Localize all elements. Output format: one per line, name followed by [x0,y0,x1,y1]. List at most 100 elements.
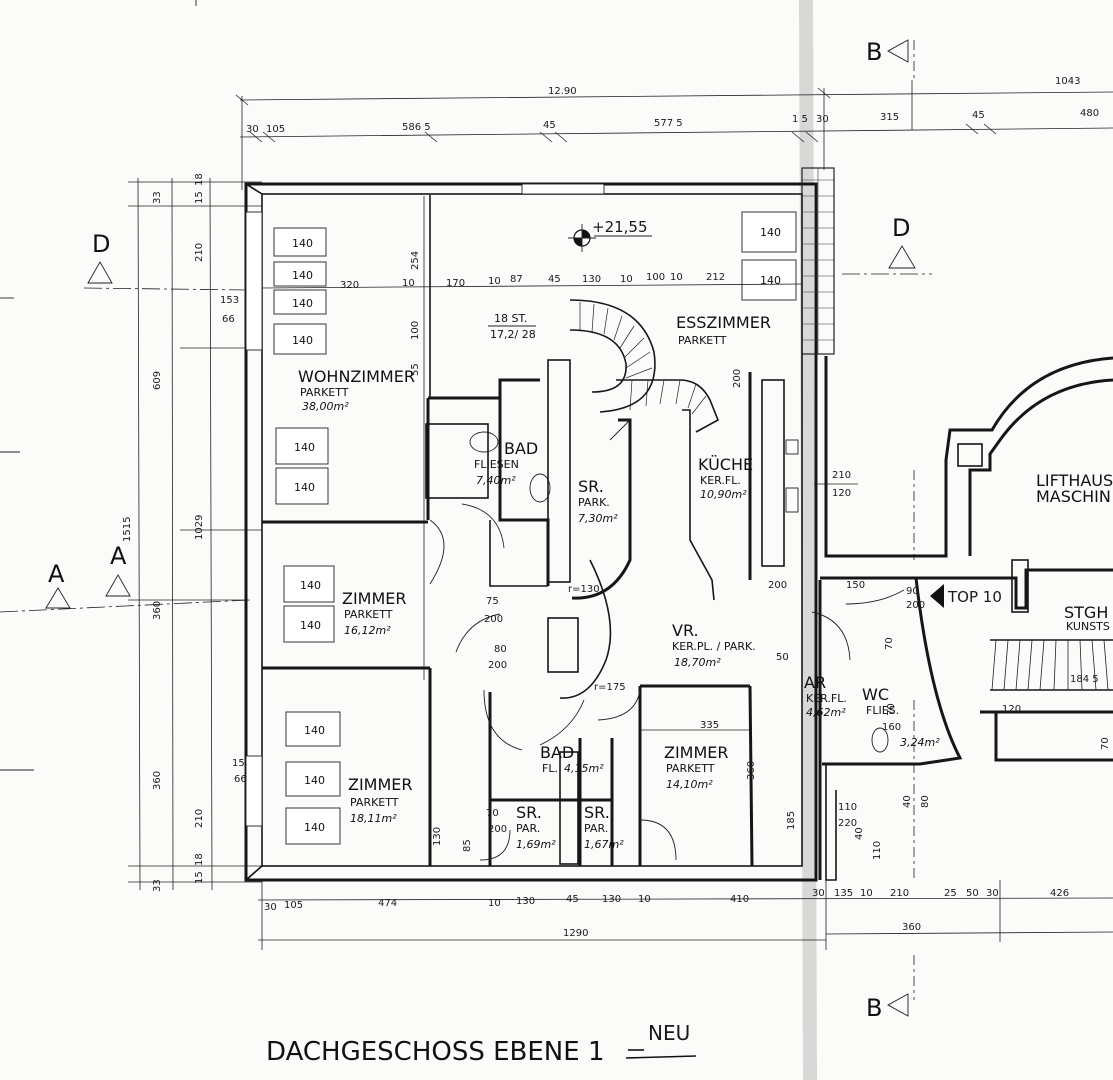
dim-label: 210 [890,888,909,899]
dim-label: 55 [410,363,421,376]
room-name: VR. [672,621,699,640]
dim-label: 18 [194,173,205,186]
window-tag: 140 [273,289,327,315]
dim-label: 184 5 [1070,674,1099,685]
doors [429,419,851,861]
dim-label: 200 [488,824,507,835]
room-name: STGH [1064,603,1108,622]
window-west-1 [245,211,263,351]
room-floor: KER.FL. [700,474,741,487]
dim-label: 50 [776,652,789,663]
window-tag: 140 [283,605,335,643]
dim-label: 10 [402,278,415,289]
dim-label: 410 [730,894,749,905]
window-tag-label: 140 [292,334,313,347]
dim-label: 66 [222,314,235,325]
room-bad-2: BAD FL. 4,15m² [540,743,604,775]
room-floor: FLIES. [866,704,899,717]
room-wohnzimmer: WOHNZIMMER PARKETT 38,00m² [298,367,415,413]
sink [785,487,799,513]
room-sr-2: SR. PAR. 1,69m² [516,803,556,851]
room-area: 16,12m² [344,624,391,637]
dim-label: 1 5 [792,114,808,125]
dim-label: 30 [246,124,259,135]
dim-label: 10 [488,276,501,287]
room-sr-1: SR. PARK. 7,30m² [578,477,618,525]
dim-label: 100 [646,272,665,283]
dim-label: 70 [486,808,499,819]
interior-dimensions: 320 10 170 10 87 45 130 10 100 10 212 25… [261,196,1111,860]
window-tag-label: 140 [292,237,313,250]
room-floor: KER.PL. / PARK. [672,640,756,653]
room-floor: KUNSTS [1066,620,1110,633]
room-area: 18,11m² [350,812,397,825]
dim-label: 70 [886,703,897,716]
washbasin [469,431,499,453]
window-tag: 140 [741,211,797,253]
dim-label: 10 [860,888,873,899]
dim-label: 320 [340,280,359,291]
section-mark-d-left: D [87,230,113,284]
room-floor: KER.FL. [806,692,847,705]
room-name: SR. [516,803,542,822]
outer-walls [244,167,835,882]
room-floor: MASCHIN [1036,487,1111,506]
room-wc: WC FLIES. 3,24m² [862,685,940,749]
dim-label: 153 [220,295,239,306]
room-esszimmer: ESSZIMMER PARKETT [676,313,771,347]
window-tag: 140 [273,227,327,257]
stair-note: 18 ST. 17,2/ 28 [488,312,536,341]
room-area: 7,40m² [476,474,516,487]
room-area: 18,70m² [674,656,721,669]
section-cut-lines [0,40,932,1000]
window-tag-label: 140 [760,274,781,287]
east-annex: TOP 10 [818,356,1113,881]
dim-label: 70 [884,637,895,650]
dim-label: 18 [194,853,205,866]
dim-label: 10 [620,274,633,285]
dim-label: 105 [284,900,303,911]
room-zimmer-3: ZIMMER PARKETT 14,10m² [664,743,729,791]
room-area: 7,30m² [578,512,618,525]
dim-label: 200 [488,660,507,671]
room-name: AR [804,673,826,692]
window-tag: 140 [283,565,335,603]
room-area: 4,15m² [564,762,604,775]
room-name: SR. [578,477,604,496]
dim-label: 45 [543,120,556,131]
dim-label: 80 [920,795,931,808]
dim-label: 10 [638,894,651,905]
room-name: LIFTHAUS [1036,471,1113,490]
dim-label: 15 [194,191,205,204]
dim-label: 200 [906,600,925,611]
dim-label: 160 [882,722,901,733]
dim-label: 254 [410,251,421,270]
room-name: ZIMMER [342,589,407,608]
dim-label: 200 [484,614,503,625]
dim-label: 10 [670,272,683,283]
window-tag: 140 [275,427,329,465]
elevation-label: +21,55 [592,218,648,236]
dim-label: 120 [1002,704,1021,715]
stair-ratio-label: 17,2/ 28 [490,328,536,341]
stove [785,439,799,455]
dim-label: 105 [266,124,285,135]
dimension-lines-top: 12.90 1043 30 105 586 5 45 577 5 1 5 30 … [235,76,1113,190]
dim-label: 220 [838,818,857,829]
plan-title: DACHGESCHOSS EBENE 1 NEU [266,1021,697,1067]
dim-label: 315 [880,112,899,123]
dim-label: 110 [872,841,883,860]
dim-label: 30 [986,888,999,899]
window-tag-label: 140 [294,441,315,454]
dim-label: 40 [854,827,865,840]
kitchen-counter [761,379,785,567]
dim-label: 70 [1100,737,1111,750]
dim-label: 480 [1080,108,1099,119]
section-letter: B [866,38,882,66]
room-name: BAD [504,439,538,458]
room-vr: VR. KER.PL. / PARK. 18,70m² [672,621,756,669]
room-area: 10,90m² [700,488,747,501]
window-tag: 140 [273,323,327,355]
plan-title-suffix: NEU [648,1021,690,1045]
